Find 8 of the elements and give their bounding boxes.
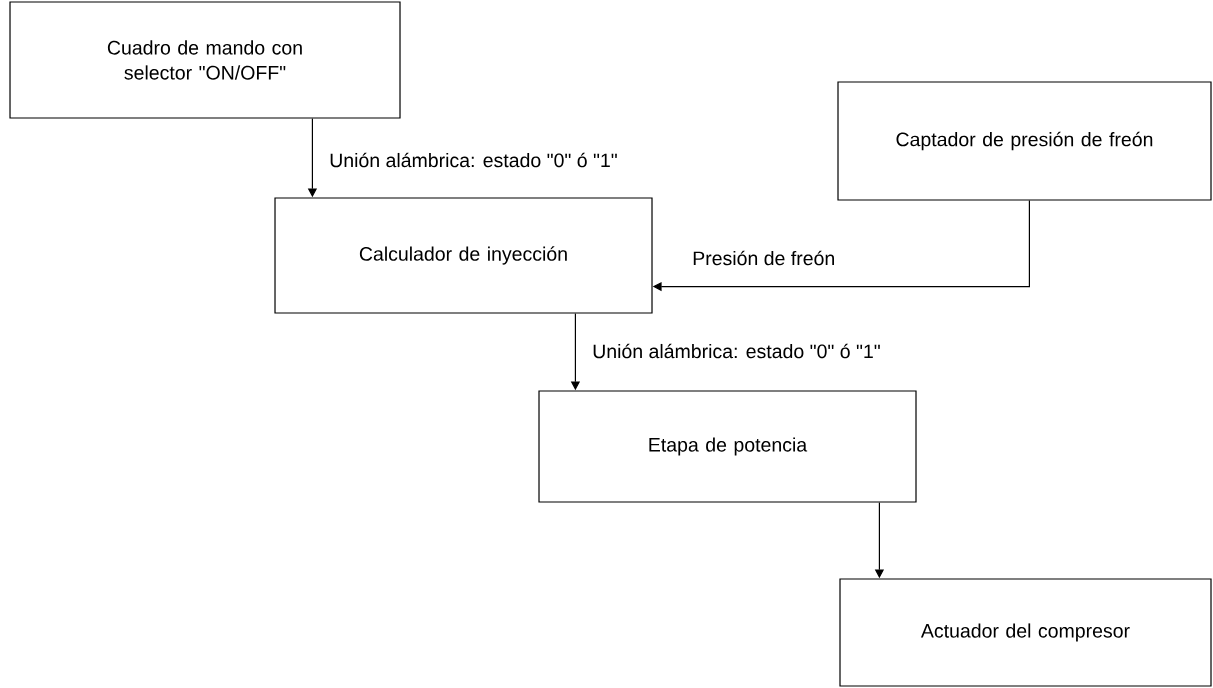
process-box: Captador de presión de freón <box>837 81 1212 201</box>
process-box: Actuador del compresor <box>839 578 1212 687</box>
edge-label: Presión de freón <box>690 248 838 268</box>
process-box: Cuadro de mando con selector "ON/OFF" <box>9 1 401 119</box>
process-box: Calculador de inyección <box>274 197 653 314</box>
edge-label: Unión alámbrica: estado "0" ó "1" <box>327 150 620 170</box>
edge-label: Unión alámbrica: estado "0" ó "1" <box>590 341 883 361</box>
process-box: Etapa de potencia <box>538 390 917 503</box>
